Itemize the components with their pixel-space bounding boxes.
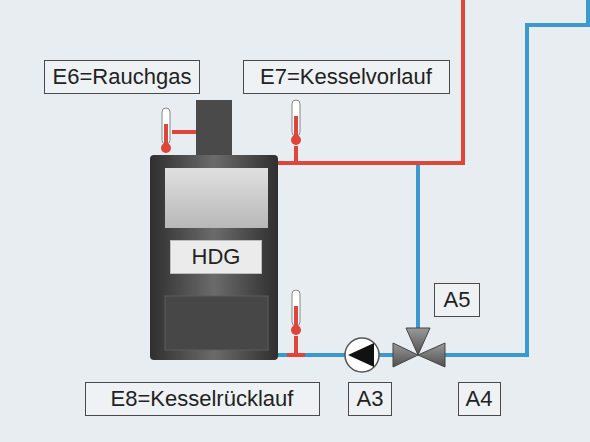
output-label: A5 [434, 283, 480, 317]
mixing-valve [393, 328, 445, 367]
sensor-label: E6=Rauchgas [44, 60, 200, 94]
label-text: E6=Rauchgas [53, 64, 192, 90]
return-pipe [278, 0, 590, 355]
brand-plate: HDG [170, 240, 262, 274]
chimney [196, 100, 232, 158]
label-text: A4 [466, 386, 493, 412]
label-text: E7=Kesselvorlauf [260, 64, 432, 90]
label-text: A3 [357, 386, 384, 412]
label-text: E8=Kesselrücklauf [111, 386, 294, 412]
boiler-body [150, 155, 278, 360]
boiler-door [165, 296, 268, 350]
sensor-label: E7=Kesselvorlauf [243, 60, 450, 94]
thermometer [291, 290, 301, 335]
thermometer [291, 100, 301, 145]
output-label: A3 [348, 382, 392, 416]
label-text: A5 [444, 287, 471, 313]
pump-symbol [345, 338, 379, 372]
label-text: HDG [192, 244, 241, 270]
sensor-label: E8=Kesselrücklauf [85, 382, 320, 416]
output-label: A4 [458, 382, 501, 416]
thermometer [161, 108, 171, 153]
boiler-panel [165, 168, 268, 228]
